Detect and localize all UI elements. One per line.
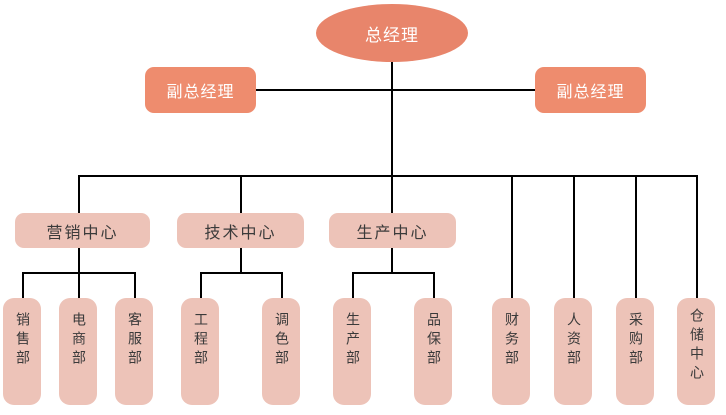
connector-drop-purchasing xyxy=(635,175,637,298)
node-department-color-matching[interactable]: 调色部 xyxy=(262,298,300,405)
connector-technology-stem xyxy=(240,247,242,273)
connector-production-child-2 xyxy=(433,272,435,298)
node-label: 总经理 xyxy=(365,25,419,46)
connector-drop-warehouse xyxy=(696,175,698,298)
node-label: 客服部 xyxy=(126,312,142,369)
connector-main-bus xyxy=(78,175,697,177)
node-label: 销售部 xyxy=(14,312,30,369)
node-label: 财务部 xyxy=(503,312,519,369)
node-label: 工程部 xyxy=(192,312,208,369)
connector-production-bar xyxy=(352,272,434,274)
node-department-human-resources[interactable]: 人资部 xyxy=(554,298,592,405)
node-label: 采购部 xyxy=(627,312,643,369)
connector-production-stem xyxy=(391,247,393,273)
node-label: 技术中心 xyxy=(204,222,277,242)
node-department-purchasing[interactable]: 采购部 xyxy=(616,298,654,405)
node-label: 仓储中心 xyxy=(688,308,704,384)
connector-root-trunk xyxy=(391,62,393,176)
node-label: 副总经理 xyxy=(166,82,235,101)
connector-marketing-child-2 xyxy=(78,272,80,298)
connector-drop-production xyxy=(391,175,393,213)
node-deputy-general-manager-left[interactable]: 副总经理 xyxy=(145,67,256,113)
connector-marketing-child-1 xyxy=(22,272,24,298)
node-general-manager[interactable]: 总经理 xyxy=(316,4,468,62)
node-department-customer-service[interactable]: 客服部 xyxy=(115,298,153,405)
connector-technology-bar xyxy=(200,272,282,274)
node-label: 人资部 xyxy=(565,312,581,369)
connector-technology-child-2 xyxy=(281,272,283,298)
node-production-center[interactable]: 生产中心 xyxy=(329,213,456,248)
node-label: 生产中心 xyxy=(356,222,429,242)
connector-drop-technology xyxy=(240,175,242,213)
connector-marketing-child-3 xyxy=(134,272,136,298)
node-department-engineering[interactable]: 工程部 xyxy=(181,298,219,405)
node-department-quality-assurance[interactable]: 品保部 xyxy=(414,298,452,405)
connector-drop-finance xyxy=(511,175,513,298)
node-label: 副总经理 xyxy=(556,82,625,101)
node-department-sales[interactable]: 销售部 xyxy=(3,298,41,405)
connector-deputy-horizontal xyxy=(255,89,536,91)
connector-technology-child-1 xyxy=(200,272,202,298)
node-technology-center[interactable]: 技术中心 xyxy=(177,213,304,248)
node-department-finance[interactable]: 财务部 xyxy=(492,298,530,405)
connector-production-child-1 xyxy=(352,272,354,298)
connector-drop-marketing xyxy=(78,175,80,213)
node-label: 电商部 xyxy=(70,312,86,369)
node-label: 品保部 xyxy=(425,312,441,369)
node-deputy-general-manager-right[interactable]: 副总经理 xyxy=(535,67,646,113)
node-label: 营销中心 xyxy=(46,222,119,242)
node-label: 调色部 xyxy=(273,312,289,369)
node-department-production[interactable]: 生产部 xyxy=(333,298,371,405)
connector-marketing-stem xyxy=(78,247,80,273)
node-label: 生产部 xyxy=(344,312,360,369)
connector-drop-hr xyxy=(573,175,575,298)
node-department-warehouse-center[interactable]: 仓储中心 xyxy=(677,298,715,405)
node-marketing-center[interactable]: 营销中心 xyxy=(15,213,150,248)
node-department-ecommerce[interactable]: 电商部 xyxy=(59,298,97,405)
